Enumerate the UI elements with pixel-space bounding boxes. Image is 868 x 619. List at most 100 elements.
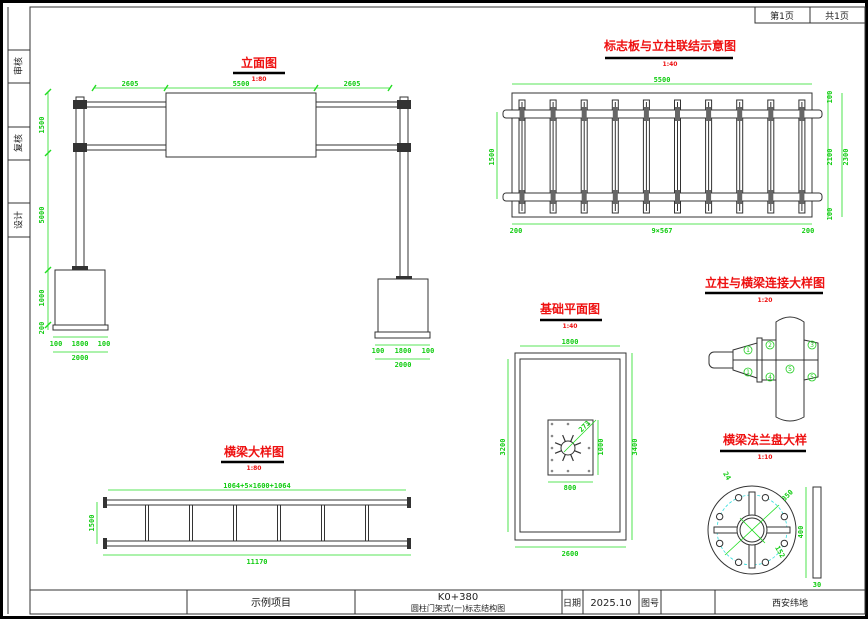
dim-outer-width: 2600 bbox=[562, 550, 579, 558]
bolt-hole bbox=[734, 493, 743, 502]
sign-connection-view: 标志板与立柱联结示意图 1:40 5500 1500 100 2100 100 … bbox=[488, 38, 850, 235]
anchor-bolt bbox=[566, 422, 570, 426]
dim-right-span: 2605 bbox=[344, 80, 361, 88]
beam-vertical bbox=[189, 504, 193, 542]
date-value: 2025.10 bbox=[590, 598, 631, 609]
foundation-plan-title: 基础平面图 bbox=[539, 301, 600, 316]
clamp bbox=[737, 107, 743, 121]
dim-post: 5000 bbox=[38, 207, 46, 224]
clamp bbox=[612, 190, 618, 204]
beam-vertical bbox=[321, 504, 325, 542]
beam-vertical bbox=[145, 504, 149, 542]
beam-top-chord bbox=[105, 499, 409, 506]
anchor-bolt bbox=[566, 469, 570, 473]
beam-detail-scale: 1:80 bbox=[247, 465, 262, 472]
dim-segments: 1064+5×1600+1064 bbox=[223, 482, 290, 490]
joint-post bbox=[775, 316, 805, 422]
post-beam-joint-view: 立柱与横梁连接大样图 1:20 1 1 2 3 4 5 5 bbox=[705, 275, 825, 422]
stiffener-rib bbox=[554, 450, 562, 454]
bolt-hole bbox=[761, 558, 770, 567]
elevation-view: 立面图 1:80 2605 5500 2605 1500 5000 1000 2… bbox=[38, 55, 434, 369]
dim-edge-left: 200 bbox=[510, 227, 523, 235]
flange-scale: 1:10 bbox=[758, 454, 773, 461]
dim-flange-thickness: 30 bbox=[813, 581, 821, 589]
joint-title: 立柱与横梁连接大样图 bbox=[705, 275, 825, 290]
flange-detail-view: 横梁法兰盘大样 1:10 350 24 152 400 30 bbox=[707, 432, 822, 589]
flange-side bbox=[812, 486, 822, 579]
clamp bbox=[581, 107, 587, 121]
dim-margin-right-2: 100 bbox=[422, 347, 435, 355]
clamp bbox=[706, 190, 712, 204]
dim-hole: 24 bbox=[721, 470, 732, 481]
anchor-bolt bbox=[550, 422, 554, 426]
clamp bbox=[519, 107, 525, 121]
stiffener-rib bbox=[570, 454, 574, 462]
review-label: 审核 bbox=[13, 57, 25, 75]
dim-beam-height: 1500 bbox=[88, 515, 96, 532]
drawing-name: 圆柱门架式(一)标志结构图 bbox=[411, 603, 505, 613]
dim-flange-diameter: 400 bbox=[797, 526, 805, 539]
flange-title: 横梁法兰盘大样 bbox=[723, 432, 807, 447]
bolt-hole bbox=[734, 558, 743, 567]
dim-plate-height: 1000 bbox=[597, 439, 605, 456]
clamp bbox=[768, 190, 774, 204]
dim-sign-width: 5500 bbox=[233, 80, 250, 88]
clamp bbox=[550, 107, 556, 121]
recheck-label: 复核 bbox=[13, 134, 25, 152]
anchor-bolt bbox=[550, 458, 554, 462]
anchor-bolt bbox=[587, 446, 591, 450]
dim-inner-height: 3200 bbox=[499, 439, 507, 456]
callout-1a: 1 bbox=[746, 347, 750, 354]
clamp bbox=[768, 107, 774, 121]
callout-2: 2 bbox=[768, 342, 772, 349]
design-label: 设计 bbox=[13, 211, 25, 229]
clamp bbox=[643, 190, 649, 204]
stiffener-rib bbox=[570, 434, 574, 442]
clamp bbox=[799, 107, 805, 121]
clamp bbox=[612, 107, 618, 121]
bolt-hole bbox=[715, 512, 724, 521]
clamp bbox=[581, 190, 587, 204]
right-post bbox=[399, 96, 409, 280]
page-total: 共1页 bbox=[825, 11, 849, 22]
sign-panel bbox=[165, 92, 317, 158]
clamp bbox=[643, 107, 649, 121]
project-name: 示例项目 bbox=[251, 596, 291, 609]
bolt-hole bbox=[761, 493, 770, 502]
stiffener-rib bbox=[574, 450, 582, 454]
elevation-scale: 1:80 bbox=[252, 76, 267, 83]
clamp bbox=[519, 190, 525, 204]
stiffener-rib bbox=[562, 434, 566, 442]
dim-beam-length: 11170 bbox=[246, 558, 267, 566]
dim-total-2: 2000 bbox=[395, 361, 412, 369]
side-strip: 审核 复核 设计 bbox=[7, 7, 31, 614]
joint-scale: 1:20 bbox=[758, 297, 773, 304]
sign-connection-title: 标志板与立柱联结示意图 bbox=[603, 38, 736, 53]
dim-tube-spacing: 1500 bbox=[488, 149, 496, 166]
dim-margin-left-2: 100 bbox=[372, 347, 385, 355]
dim-top: 100 bbox=[826, 91, 834, 104]
dim-margin-left: 100 bbox=[50, 340, 63, 348]
station-number: K0+380 bbox=[438, 592, 478, 603]
stiffener-rib bbox=[574, 442, 582, 446]
dim-pitch: 9×567 bbox=[651, 227, 672, 235]
anchor-bolt bbox=[587, 422, 591, 426]
dim-core: 1800 bbox=[72, 340, 89, 348]
beam-bottom-chord bbox=[105, 540, 409, 547]
title-block: 示例项目 K0+380 圆柱门架式(一)标志结构图 日期 2025.10 图号 … bbox=[30, 589, 865, 614]
dim-middle: 2100 bbox=[826, 149, 834, 166]
clamp bbox=[799, 190, 805, 204]
dim-board-height: 2300 bbox=[842, 149, 850, 166]
right-foundation bbox=[377, 278, 429, 333]
dim-edge-right: 200 bbox=[802, 227, 815, 235]
clamp bbox=[737, 190, 743, 204]
beam-detail-title: 横梁大样图 bbox=[224, 444, 284, 459]
beam-vertical bbox=[365, 504, 369, 542]
clamp bbox=[675, 190, 680, 204]
dim-total: 2000 bbox=[72, 354, 89, 362]
dim-bottom: 100 bbox=[826, 208, 834, 221]
callout-5a: 5 bbox=[788, 366, 792, 373]
dim-core-2: 1800 bbox=[395, 347, 412, 355]
drawing-frame bbox=[29, 6, 866, 615]
